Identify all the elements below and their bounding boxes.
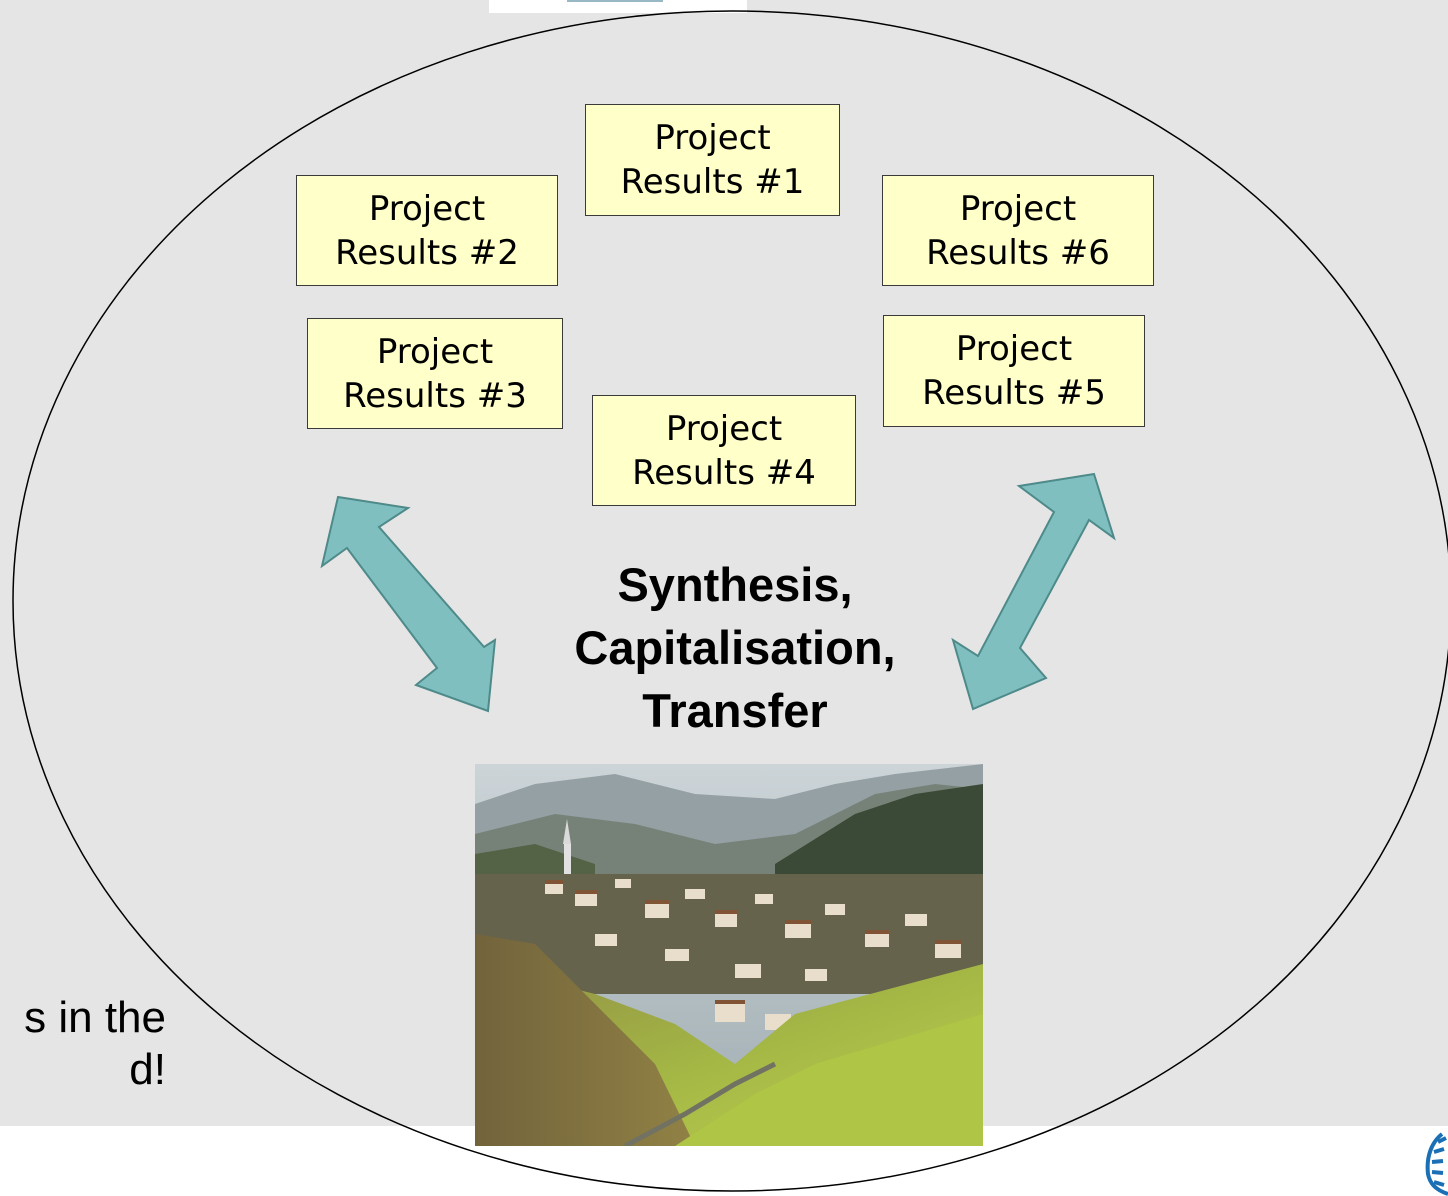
alpine-village-photo [475, 764, 983, 1146]
project-results-1-box: Project Results #1 [585, 104, 840, 216]
synthesis-label: Synthesis, Capitalisation, Transfer [500, 553, 970, 742]
project-results-2-box: Project Results #2 [296, 175, 558, 286]
enclosing-ellipse [12, 10, 1448, 1192]
project-results-2-line2: Results #2 [335, 232, 519, 273]
header-logo-fragment [489, 0, 747, 13]
project-results-6-line1: Project [959, 188, 1077, 229]
left-double-arrow [320, 495, 497, 713]
project-results-1-line2: Results #1 [620, 162, 805, 202]
project-results-4-line1: Project [665, 408, 783, 449]
laurel-logo-icon [1425, 1132, 1448, 1196]
synthesis-line2: Capitalisation, [574, 621, 896, 674]
right-double-arrow [951, 472, 1116, 711]
project-results-5-box: Project Results #5 [883, 315, 1145, 427]
project-results-3-line2: Results #3 [343, 375, 527, 416]
project-results-5-line2: Results #5 [922, 373, 1106, 413]
side-text-line2: d! [129, 1045, 166, 1094]
project-results-3-box: Project Results #3 [307, 318, 563, 429]
project-results-6-box: Project Results #6 [882, 175, 1154, 286]
project-results-2-line1: Project [368, 188, 486, 229]
synthesis-line1: Synthesis, [617, 558, 853, 611]
project-results-4-box: Project Results #4 [592, 395, 856, 506]
synthesis-line3: Transfer [642, 684, 828, 737]
logo-text-fragment [567, 0, 663, 2]
project-results-4-line2: Results #4 [632, 452, 816, 493]
project-results-6-line2: Results #6 [926, 232, 1110, 273]
project-results-1-line1: Project [654, 118, 771, 158]
project-results-3-line1: Project [376, 331, 494, 372]
project-results-5-line1: Project [955, 329, 1073, 369]
cropped-side-text: s in the d! [0, 992, 166, 1096]
side-text-line1: s in the [24, 993, 166, 1042]
